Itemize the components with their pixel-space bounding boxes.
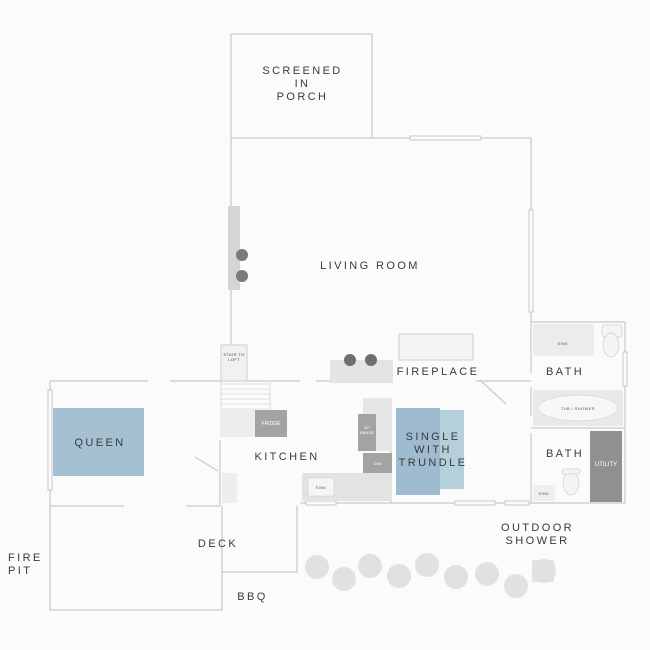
built-in-counter [228, 206, 240, 290]
fireplace-hearth [398, 333, 474, 361]
stool-icon [236, 270, 248, 282]
kitchen-sink [307, 477, 335, 497]
stair-to-loft [220, 344, 248, 382]
stair-to-loft-label: STAIR TO LOFT [223, 352, 245, 362]
stepping-stones [305, 553, 556, 598]
range [358, 414, 376, 451]
counter [376, 414, 392, 451]
toilet-seat [561, 468, 581, 475]
small-sink-label: SINK [538, 491, 550, 496]
kitchen-island [330, 360, 393, 383]
queen-label: QUEEN [74, 437, 126, 449]
deck-label: DECK [197, 538, 239, 550]
tub-basin [537, 394, 619, 422]
kitchen-counter [221, 410, 255, 437]
bath-vanity [533, 324, 594, 356]
dishwasher-label: D/W [373, 461, 382, 466]
dishwasher [363, 453, 392, 473]
utility-closet [590, 431, 622, 502]
bath-lower-label: BATH [545, 448, 585, 460]
stool-icon [236, 249, 248, 261]
bath-sink-label: SINK [557, 341, 569, 346]
fire-pit-label: FIRE PIT [8, 552, 43, 577]
toilet-icon [562, 470, 580, 496]
walls [49, 33, 626, 611]
counter [363, 398, 392, 414]
utility-label: UTILITY [594, 462, 618, 468]
screened-porch-label: SCREENED IN PORCH [262, 65, 343, 103]
bath-sink-small [533, 485, 555, 501]
fridge-label: FRIDGE [261, 421, 281, 427]
living-room-label: LIVING ROOM [320, 260, 420, 272]
windows [47, 135, 628, 506]
single-bed [396, 408, 440, 495]
queen-bed [53, 408, 144, 476]
fridge [255, 410, 287, 437]
stool-icon [344, 354, 356, 366]
stool-icon [365, 354, 377, 366]
bbq-label: BBQ [237, 591, 268, 603]
tub-shower-label: TUB / SHOWER [560, 406, 596, 411]
fireplace-label: FIREPLACE [396, 366, 480, 378]
bath-upper-label: BATH [545, 366, 585, 378]
kitchen-sink-label: SINK [315, 485, 327, 490]
toilet-icon [602, 332, 620, 358]
single-with-trundle-label: SINGLE WITH TRUNDLE [398, 431, 468, 469]
range-label: 30" RANGE [359, 425, 375, 435]
counter-left [222, 473, 237, 503]
kitchen-label: KITCHEN [254, 451, 320, 463]
outdoor-shower-label: OUTDOOR SHOWER [500, 522, 575, 547]
